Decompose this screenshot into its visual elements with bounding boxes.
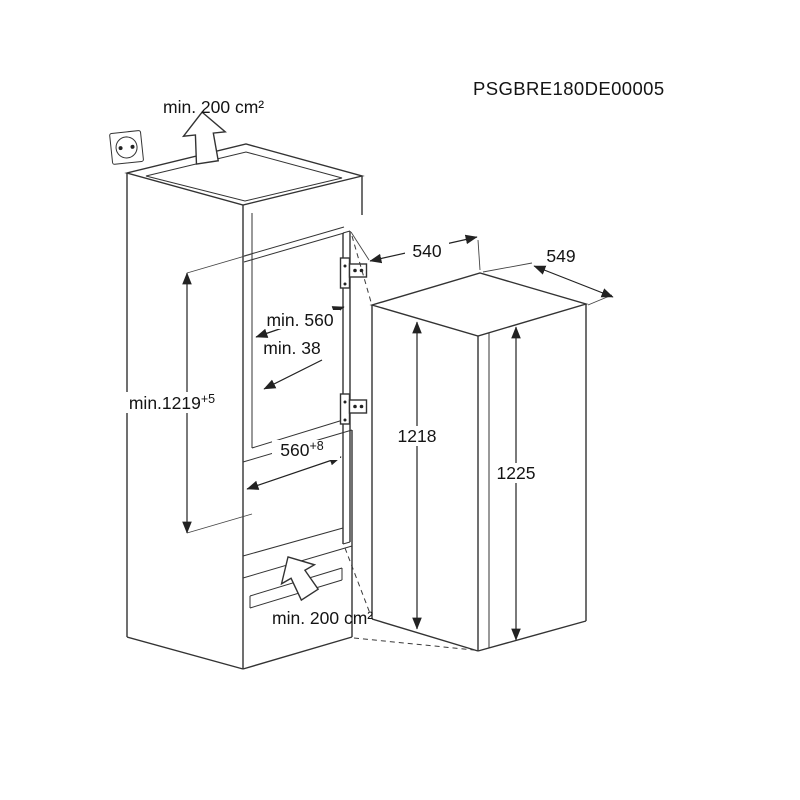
- cabinet-top-face-inner: [145, 151, 343, 202]
- label-niche-depth: 540: [412, 241, 441, 261]
- door-bottom-edge: [242, 527, 344, 557]
- dim-bottom-width-560-8: 560+8: [246, 439, 342, 490]
- label-appliance-height: 1225: [497, 463, 536, 483]
- dim-hinge-gap-38: min. 38: [263, 338, 323, 390]
- appliance-bottom-right-edge: [477, 620, 587, 652]
- bottom-width-value: 560: [280, 440, 309, 460]
- dim-appliance-height-1225: 1225: [493, 326, 539, 641]
- appliance-bottom-front-edge: [371, 618, 479, 652]
- niche-top-edge-outer: [243, 226, 345, 257]
- appliance-drawing: [369, 272, 589, 652]
- cabinet-bottom-front-edge: [242, 636, 353, 670]
- airflow-arrow-bottom-icon: [280, 556, 320, 602]
- label-top-ventilation: min. 200 cm²: [163, 97, 264, 117]
- label-door-height: 1218: [398, 426, 437, 446]
- airflow-arrow-top-icon: [181, 111, 227, 165]
- dim-niche-height-1219: min.1219+5: [124, 253, 253, 534]
- cabinet-top-face: [124, 143, 365, 206]
- dim-appliance-depth-549: 549: [482, 246, 614, 306]
- label-hinge-gap: min. 38: [263, 338, 320, 358]
- dim-door-height-1218: 1218: [394, 321, 440, 630]
- door-bottom-cap: [342, 541, 351, 545]
- niche-height-value: min.1219: [129, 393, 201, 413]
- cabinet-bottom-left-edge: [126, 636, 244, 670]
- label-niche-height: min.1219+5: [129, 392, 215, 413]
- door-hinge-bottom-icon: [339, 393, 368, 425]
- appliance-door-edge: [242, 230, 351, 557]
- document-code: PSGBRE180DE00005: [473, 78, 665, 99]
- door-hinge-top-icon: [339, 257, 368, 289]
- dim-niche-width-560: min. 560: [255, 306, 345, 338]
- bottom-width-tolerance: +8: [309, 439, 323, 453]
- label-bottom-ventilation: min. 200 cm²: [272, 608, 373, 628]
- appliance-top-face: [369, 272, 589, 337]
- cabinet-niche-drawing: [124, 143, 368, 670]
- door-top-edge: [342, 230, 351, 234]
- niche-top-edge-inner: [243, 232, 345, 263]
- projection-lines: [344, 235, 475, 651]
- label-niche-width: min. 560: [266, 310, 333, 330]
- niche-height-tolerance: +5: [201, 392, 215, 406]
- dim-niche-depth-540: 540: [350, 231, 481, 271]
- label-bottom-width: 560+8: [280, 439, 324, 460]
- power-socket-icon: [109, 130, 144, 165]
- label-appliance-depth: 549: [546, 246, 575, 266]
- niche-floor-edge: [251, 419, 344, 449]
